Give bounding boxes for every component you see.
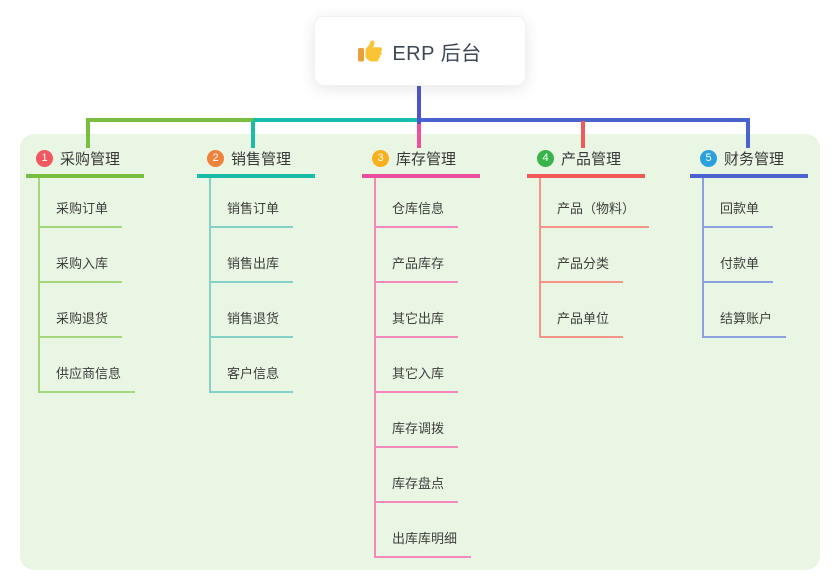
- mindmap-node[interactable]: 供应商信息: [38, 338, 146, 393]
- node-label: 库存调拨: [374, 418, 459, 448]
- mindmap-node[interactable]: 采购订单: [38, 178, 146, 228]
- branch-label: 销售管理: [231, 150, 292, 168]
- mindmap-node[interactable]: 结算账户: [702, 283, 810, 338]
- node-label: 产品（物料）: [539, 198, 650, 228]
- branch-connector: [86, 121, 90, 148]
- branch-children: 采购订单 采购入库 采购退货 供应商信息: [38, 178, 146, 393]
- branch-connector: [251, 121, 255, 148]
- mindmap-node[interactable]: 产品单位: [539, 283, 647, 338]
- branch-children: 回款单 付款单 结算账户: [702, 178, 810, 338]
- mindmap-node[interactable]: 产品分类: [539, 228, 647, 283]
- root-connector: [417, 84, 421, 124]
- mindmap-panel: 1 采购管理 采购订单 采购入库 采购退货 供应商信息 2 销售管理 销售订单 …: [20, 134, 820, 570]
- branch-header[interactable]: 2 销售管理: [197, 134, 315, 178]
- node-label: 库存盘点: [374, 473, 459, 503]
- mindmap-node[interactable]: 库存调拨: [374, 393, 482, 448]
- branch-column: 1 采购管理 采购订单 采购入库 采购退货 供应商信息: [26, 134, 146, 393]
- mindmap-node[interactable]: 付款单: [702, 228, 810, 283]
- thumb-cuff-shape: [358, 48, 365, 62]
- branch-header[interactable]: 5 财务管理: [690, 134, 808, 178]
- node-label: 采购退货: [38, 308, 123, 338]
- branch-column: 4 产品管理 产品（物料） 产品分类 产品单位: [527, 134, 650, 338]
- bus-segment-middle: [253, 118, 419, 122]
- node-label: 采购入库: [38, 253, 123, 283]
- branch-connector: [581, 121, 585, 148]
- thumbs-up-icon: [358, 40, 383, 62]
- node-label: 回款单: [702, 198, 774, 228]
- mindmap-node[interactable]: 销售订单: [209, 178, 317, 228]
- bus-segment-left: [86, 118, 253, 122]
- branch-number-badge: 5: [700, 149, 717, 167]
- mindmap-node[interactable]: 回款单: [702, 178, 810, 228]
- branch-number-badge: 2: [207, 149, 224, 167]
- branch-connector: [417, 121, 421, 148]
- node-label: 客户信息: [209, 363, 294, 393]
- branch-children: 产品（物料） 产品分类 产品单位: [539, 178, 650, 338]
- mindmap-node[interactable]: 出库库明细: [374, 503, 482, 558]
- branch-column: 5 财务管理 回款单 付款单 结算账户: [690, 134, 810, 338]
- node-label: 产品分类: [539, 253, 624, 283]
- node-label: 销售订单: [209, 198, 294, 228]
- branch-label: 库存管理: [396, 150, 457, 168]
- mindmap-node[interactable]: 库存盘点: [374, 448, 482, 503]
- mindmap-node[interactable]: 客户信息: [209, 338, 317, 393]
- branch-column: 2 销售管理 销售订单 销售出库 销售退货 客户信息: [197, 134, 317, 393]
- branch-label: 产品管理: [561, 150, 622, 168]
- branch-label: 财务管理: [724, 150, 785, 168]
- mindmap-node[interactable]: 采购入库: [38, 228, 146, 283]
- branch-number-badge: 4: [537, 149, 554, 167]
- mindmap-node[interactable]: 产品库存: [374, 228, 482, 283]
- node-label: 其它出库: [374, 308, 459, 338]
- mindmap-node[interactable]: 其它出库: [374, 283, 482, 338]
- node-label: 结算账户: [702, 308, 787, 338]
- branch-children: 销售订单 销售出库 销售退货 客户信息: [209, 178, 317, 393]
- node-label: 供应商信息: [38, 363, 136, 393]
- branch-connector: [746, 121, 750, 148]
- root-node[interactable]: ERP 后台: [314, 16, 526, 86]
- branch-header[interactable]: 1 采购管理: [26, 134, 144, 178]
- mindmap-node[interactable]: 产品（物料）: [539, 178, 650, 228]
- branch-number-badge: 3: [372, 149, 389, 167]
- branch-column: 3 库存管理 仓库信息 产品库存 其它出库 其它入库 库存调拨 库存盘点 出库库…: [362, 134, 482, 558]
- branch-header[interactable]: 3 库存管理: [362, 134, 480, 178]
- mindmap-node[interactable]: 销售退货: [209, 283, 317, 338]
- node-label: 产品库存: [374, 253, 459, 283]
- root-title: ERP 后台: [392, 42, 482, 65]
- node-label: 仓库信息: [374, 198, 459, 228]
- thumb-hand-shape: [365, 40, 383, 62]
- bus-segment-right: [419, 118, 750, 122]
- mindmap-node[interactable]: 仓库信息: [374, 178, 482, 228]
- branch-header[interactable]: 4 产品管理: [527, 134, 645, 178]
- node-label: 销售出库: [209, 253, 294, 283]
- branch-number-badge: 1: [36, 149, 53, 167]
- node-label: 出库库明细: [374, 528, 472, 558]
- node-label: 付款单: [702, 253, 774, 283]
- node-label: 采购订单: [38, 198, 123, 228]
- mindmap-node[interactable]: 销售出库: [209, 228, 317, 283]
- node-label: 产品单位: [539, 308, 624, 338]
- mindmap-node[interactable]: 采购退货: [38, 283, 146, 338]
- branch-label: 采购管理: [60, 150, 121, 168]
- mindmap-node[interactable]: 其它入库: [374, 338, 482, 393]
- node-label: 销售退货: [209, 308, 294, 338]
- branch-children: 仓库信息 产品库存 其它出库 其它入库 库存调拨 库存盘点 出库库明细: [374, 178, 482, 558]
- node-label: 其它入库: [374, 363, 459, 393]
